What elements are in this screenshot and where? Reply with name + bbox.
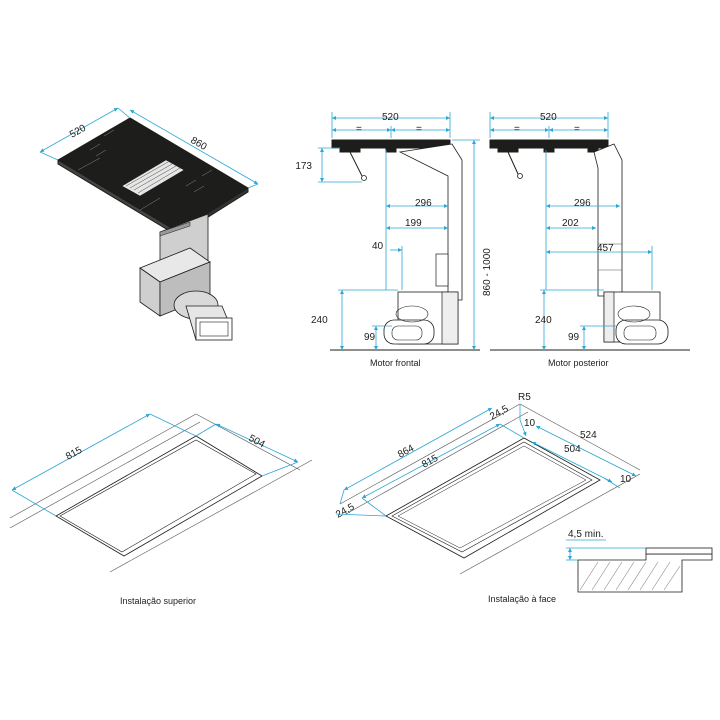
rear-width-label: 520: [540, 112, 557, 123]
rear-h240-label: 240: [535, 315, 552, 326]
front-eq2-label: =: [416, 124, 422, 135]
front-d199-label: 199: [405, 218, 422, 229]
rear-eq2-label: =: [574, 124, 580, 135]
flush-d10a-label: 10: [524, 418, 536, 429]
flush-installation-view: R5 24,5 10 864 815 524 504 10 24,5 Insta…: [334, 392, 713, 604]
front-d40-label: 40: [372, 241, 384, 252]
front-height-range-label: 860 - 1000: [482, 248, 493, 296]
flush-l815-label: 815: [420, 453, 440, 471]
iso-width-label: 520: [68, 123, 88, 141]
rear-motor-view: 520 = = 296 202 457 240 99 Motor posteri…: [489, 112, 690, 368]
flush-w524-label: 524: [580, 430, 597, 441]
top-width-label: 504: [247, 433, 267, 451]
rear-d296-label: 296: [574, 198, 591, 209]
flush-d245a-label: 24,5: [488, 403, 511, 422]
flush-d10b-label: 10: [620, 474, 632, 485]
rear-h99-label: 99: [568, 332, 580, 343]
flush-radius-label: R5: [518, 392, 531, 403]
top-length-label: 815: [64, 445, 84, 463]
rear-caption: Motor posterior: [548, 358, 609, 368]
rear-d457-label: 457: [597, 243, 614, 254]
front-h173-label: 173: [295, 161, 312, 172]
flush-d245b-label: 24,5: [334, 501, 357, 520]
flush-install-caption: Instalação à face: [488, 594, 556, 604]
iso-hob-view: 520 860: [39, 107, 259, 341]
front-eq1-label: =: [356, 124, 362, 135]
front-d296-label: 296: [415, 198, 432, 209]
front-h99-label: 99: [364, 332, 376, 343]
iso-depth-label: 860: [189, 135, 209, 153]
front-width-label: 520: [382, 112, 399, 123]
top-installation-view: 815 504 Instalação superior: [9, 413, 313, 606]
rear-d202-label: 202: [562, 218, 579, 229]
rear-eq1-label: =: [514, 124, 520, 135]
front-caption: Motor frontal: [370, 358, 421, 368]
front-motor-view: 520 = = 173 296 199 40 860 - 1000 240 99…: [295, 112, 493, 368]
flush-w504-label: 504: [564, 444, 581, 455]
front-h240-label: 240: [311, 315, 328, 326]
top-install-caption: Instalação superior: [120, 596, 196, 606]
flush-min-label: 4,5 min.: [568, 529, 604, 540]
flush-l864-label: 864: [396, 443, 416, 461]
